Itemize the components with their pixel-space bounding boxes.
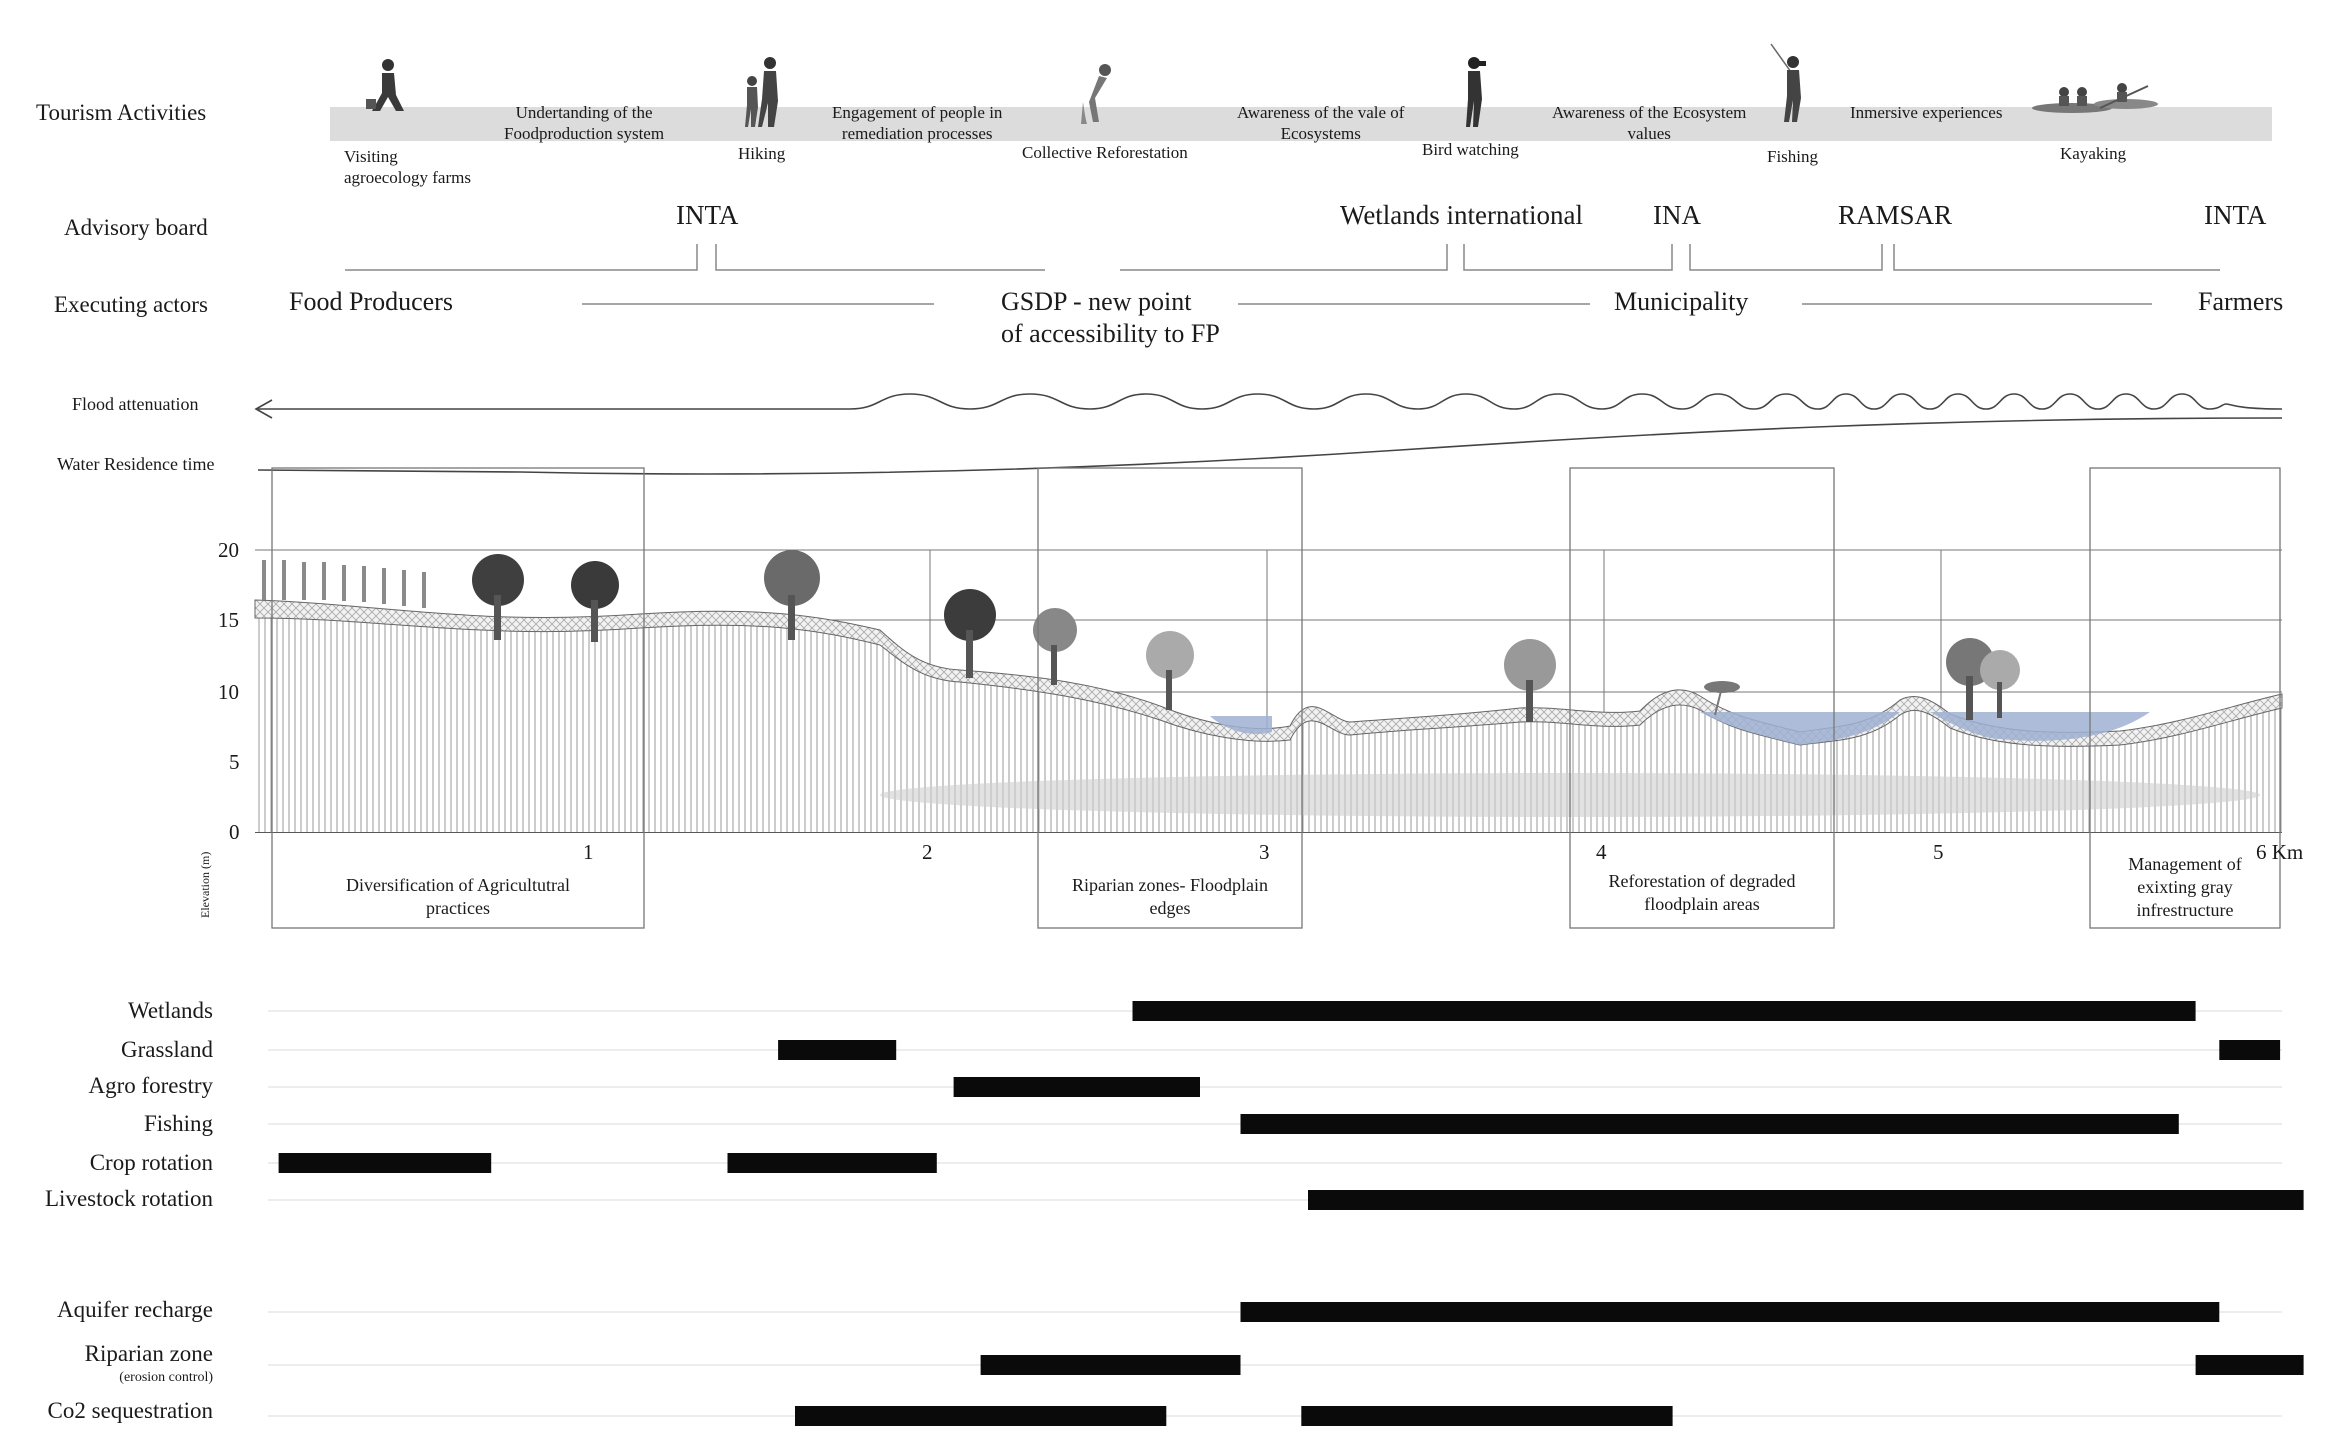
elev-tick-10: 10 [218, 680, 239, 704]
row-label-tourism: Tourism Activities [36, 100, 207, 125]
advisor-ramsar: RAMSAR [1838, 200, 1953, 230]
zone-agricultural-diversification: Diversification of Agricultutral practic… [346, 875, 570, 918]
actor-municipality: Municipality [1614, 287, 1749, 316]
water-bodies [1210, 712, 2150, 745]
elev-tick-15: 15 [218, 608, 239, 632]
zone-gray-infrastructure: Management of exixting gray infrestructu… [2128, 854, 2242, 920]
row-label-residence: Water Residence time [57, 454, 215, 474]
activity-hiking: Hiking [738, 144, 786, 163]
bar-label-crop-rotation: Crop rotation [89, 1150, 213, 1175]
actor-food-producers: Food Producers [289, 287, 453, 316]
advisor-inta-2: INTA [2204, 200, 2267, 230]
activity-birdwatching: Bird watching [1422, 140, 1519, 159]
row-label-flood: Flood attenuation [72, 394, 199, 414]
activity-bars [278, 1001, 2304, 1426]
bar-wetlands-1 [1132, 1001, 2196, 1021]
bar-label-aquifer-recharge: Aquifer recharge [56, 1297, 213, 1322]
activity-immersive: Inmersive experiences [1850, 103, 2003, 122]
bar-label-agroforestry: Agro forestry [88, 1073, 213, 1098]
planting-figure-icon [1081, 64, 1111, 124]
bar-fishing-1 [1240, 1114, 2179, 1134]
bar-label-co2-sequestration: Co2 sequestration [47, 1398, 213, 1423]
bar-crop-rotation-1 [278, 1153, 492, 1173]
dist-tick-2: 2 [922, 840, 933, 864]
activity-ecosystems-awareness: Awareness of the vale of Ecosystems [1237, 103, 1405, 143]
bar-label-wetlands: Wetlands [127, 998, 213, 1023]
vegetation [262, 550, 2020, 722]
dist-tick-1: 1 [583, 840, 594, 864]
bar-grassland-2 [2219, 1040, 2281, 1060]
zone-floodplain-reforestation: Reforestation of degraded floodplain are… [1608, 871, 1796, 914]
water-residence-curve [257, 417, 2283, 475]
activity-ecosystem-values: Awareness of the Ecosystem values [1552, 103, 1747, 143]
dist-tick-4: 4 [1596, 840, 1607, 864]
bar-guides [268, 1010, 2282, 1417]
activity-foodproduction: Undertanding of the Foodproduction syste… [504, 103, 665, 143]
bar-crop-rotation-2 [727, 1153, 937, 1173]
elev-tick-5: 5 [229, 750, 240, 774]
terrain-topsoil [254, 599, 2283, 747]
bar-co2-sequestration-2 [1301, 1406, 1673, 1426]
elev-tick-20: 20 [218, 538, 239, 562]
hikers-figure-icon [745, 57, 778, 127]
elevation-axis-label: Elevation (m) [198, 851, 212, 918]
dist-tick-6km: 6 Km [2256, 840, 2304, 864]
kayak-figure-icon [2032, 83, 2158, 113]
bar-co2-sequestration-1 [795, 1406, 1167, 1426]
bar-riparian-zone-2 [2195, 1355, 2304, 1375]
fisher-figure-icon [1770, 43, 1801, 122]
actor-farmers: Farmers [2198, 287, 2284, 316]
activity-kayaking: Kayaking [2060, 144, 2127, 163]
dist-tick-3: 3 [1259, 840, 1270, 864]
tourism-band [330, 107, 2272, 141]
bar-livestock-rotation-1 [1308, 1190, 2304, 1210]
advisory-brackets [345, 244, 2220, 271]
row-label-executing: Executing actors [54, 292, 208, 317]
zone-riparian-edges: Riparian zones- Floodplain edges [1072, 875, 1268, 918]
row-label-advisory: Advisory board [64, 215, 208, 240]
bar-label-riparian-zone: Riparian zone [84, 1341, 213, 1366]
advisor-wetlands-international: Wetlands international [1340, 200, 1583, 230]
bar-label-livestock-rotation: Livestock rotation [45, 1186, 213, 1211]
flood-attenuation-line [254, 393, 2283, 419]
bar-agro-forestry-1 [953, 1077, 1200, 1097]
bar-label-fishing: Fishing [143, 1111, 213, 1136]
bar-label-grassland: Grassland [121, 1037, 213, 1062]
farmer-figure-icon [366, 59, 404, 111]
activity-visiting-farms: Visiting agroecology farms [344, 147, 471, 187]
bar-aquifer-recharge-1 [1240, 1302, 2220, 1322]
bar-sublabel-erosion-control: (erosion control) [119, 1370, 213, 1385]
activity-reforestation: Collective Reforestation [1022, 143, 1188, 162]
actor-gsdp: GSDP - new point of accessibility to FP [1001, 287, 1220, 348]
advisor-ina: INA [1653, 200, 1701, 230]
bar-grassland-1 [778, 1040, 897, 1060]
dist-tick-5: 5 [1933, 840, 1944, 864]
elev-tick-0: 0 [229, 820, 240, 844]
advisor-inta-1: INTA [676, 200, 739, 230]
bar-riparian-zone-1 [980, 1355, 1241, 1375]
zone-boxes [271, 467, 2281, 929]
birdwatcher-figure-icon [1466, 57, 1486, 127]
activity-fishing: Fishing [1767, 147, 1819, 166]
activity-remediation: Engagement of people in remediation proc… [832, 103, 1003, 143]
